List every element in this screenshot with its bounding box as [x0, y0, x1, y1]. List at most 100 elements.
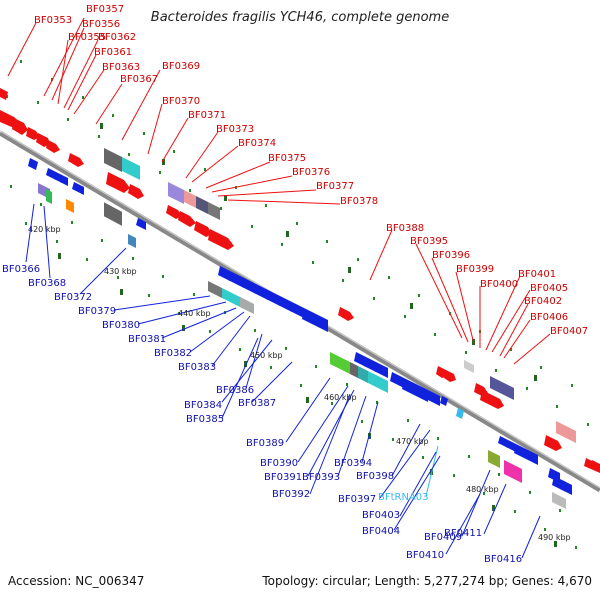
gene-label[interactable]: BF0392: [272, 489, 310, 500]
gene-label[interactable]: BF0416: [484, 554, 522, 565]
gene-label[interactable]: BF0399: [456, 264, 494, 275]
gene-label[interactable]: BF0370: [162, 96, 200, 107]
gene-arrow-reverse: [54, 172, 62, 183]
gene-label[interactable]: BF0393: [302, 472, 340, 483]
gene-label[interactable]: BF0381: [128, 334, 166, 345]
gene-label[interactable]: BF0353: [34, 15, 72, 26]
gene-arrow-reverse: [354, 352, 366, 367]
feature-box: [368, 371, 388, 393]
gene-label[interactable]: BF0378: [340, 196, 378, 207]
gene-arrow-reverse: [402, 378, 428, 402]
kbp-label: 420 kbp: [28, 225, 61, 234]
gene-label[interactable]: BF0356: [82, 19, 120, 30]
gene-label[interactable]: BF0404: [362, 526, 400, 537]
gene-label[interactable]: BF0355: [68, 32, 106, 43]
gene-label[interactable]: BF0366: [2, 264, 40, 275]
feature-box: [196, 196, 208, 214]
gene-arrow-reverse: [60, 175, 68, 186]
gene-label[interactable]: BF0363: [102, 62, 140, 73]
gene-arrow-forward: [208, 229, 234, 250]
feature-box: [504, 460, 522, 483]
gene-arrow-forward: [178, 211, 196, 227]
gene-arrow-forward: [36, 133, 50, 147]
gene-label[interactable]: BF0361: [94, 47, 132, 58]
gene-arrow-forward: [106, 172, 130, 193]
feature-box: [240, 297, 254, 314]
gene-label[interactable]: BF0386: [216, 385, 254, 396]
gene-label[interactable]: BF0394: [334, 458, 372, 469]
gene-label[interactable]: BF0376: [292, 167, 330, 178]
gene-label[interactable]: BF0407: [550, 326, 588, 337]
gene-label[interactable]: BF0395: [410, 236, 448, 247]
feature-boxes: [38, 148, 576, 509]
kbp-label: 480 kbp: [466, 485, 499, 494]
gene-label[interactable]: BF0383: [178, 362, 216, 373]
feature-box: [128, 234, 136, 248]
kbp-label: 450 kbp: [250, 351, 283, 360]
gene-label[interactable]: BF0375: [268, 153, 306, 164]
tick-marks: [6, 60, 589, 549]
gene-label[interactable]: BF0374: [238, 138, 276, 149]
gene-arrow-reverse: [302, 308, 328, 332]
gene-label[interactable]: BF0397: [338, 494, 376, 505]
feature-box: [46, 189, 52, 204]
gene-label[interactable]: BF0411: [444, 528, 482, 539]
gene-label[interactable]: BF0388: [386, 223, 424, 234]
gene-label[interactable]: BF0369: [162, 61, 200, 72]
gene-label[interactable]: BF0384: [184, 400, 222, 411]
gene-label[interactable]: BF0396: [432, 250, 470, 261]
gene-label[interactable]: BF0406: [530, 312, 568, 323]
trna-label[interactable]: BFtRNA03: [378, 492, 429, 503]
gene-arrow-reverse: [266, 290, 280, 306]
gene-label[interactable]: BF0391: [264, 472, 302, 483]
gene-label[interactable]: BF0385: [186, 414, 224, 425]
gene-arrow-reverse: [218, 266, 230, 281]
gene-label[interactable]: BF0402: [524, 296, 562, 307]
gene-label[interactable]: BF0357: [86, 4, 124, 15]
gene-label[interactable]: BF0389: [246, 438, 284, 449]
gene-label[interactable]: BF0377: [316, 181, 354, 192]
gene-arrow-forward: [544, 435, 562, 451]
gene-arrow-reverse: [506, 440, 516, 452]
gene-label[interactable]: BF0405: [530, 283, 568, 294]
gene-label[interactable]: BF0362: [98, 32, 136, 43]
gene-arrow-reverse: [514, 444, 538, 465]
gene-label[interactable]: BF0379: [78, 306, 116, 317]
genome-title: Bacteroides fragilis YCH46, complete gen…: [150, 10, 450, 25]
gene-label[interactable]: BF0409: [424, 532, 462, 543]
gene-arrow-reverse: [28, 158, 38, 170]
gene-label[interactable]: BF0401: [518, 269, 556, 280]
kbp-label: 430 kbp: [104, 267, 137, 276]
kbp-labels: 420 kbp 430 kbp 440 kbp 450 kbp 460 kbp …: [28, 225, 571, 542]
gene-arrow-forward: [12, 118, 28, 135]
bottom-gene-labels: BF0366 BF0368 BF0372 BF0379 BF0380 BF038…: [2, 264, 522, 565]
gene-arrow-reverse: [46, 168, 56, 180]
feature-box: [330, 352, 350, 374]
feature-box: [208, 281, 222, 298]
feature-box: [358, 366, 368, 383]
gene-label[interactable]: BF0380: [102, 320, 140, 331]
gene-label[interactable]: BF0398: [356, 471, 394, 482]
gene-label[interactable]: BF0382: [154, 348, 192, 359]
gene-label[interactable]: BF0400: [480, 279, 518, 290]
gene-label[interactable]: BF0387: [238, 398, 276, 409]
gene-label[interactable]: BF0390: [260, 458, 298, 469]
gene-arrow-reverse: [498, 436, 508, 448]
gene-arrow-reverse: [440, 396, 448, 406]
reverse-genes: [28, 158, 572, 495]
kbp-label: 490 kbp: [538, 533, 571, 542]
gene-label[interactable]: BF0372: [54, 292, 92, 303]
gene-arrow-reverse: [426, 390, 440, 406]
gene-label[interactable]: BF0373: [216, 124, 254, 135]
kbp-label: 440 kbp: [178, 309, 211, 318]
gene-arrow-reverse: [374, 362, 388, 378]
gene-label[interactable]: BF0410: [406, 550, 444, 561]
gene-label[interactable]: BF0403: [362, 510, 400, 521]
gene-arrow-forward: [444, 370, 456, 382]
feature-box: [552, 492, 566, 509]
gene-label[interactable]: BF0368: [28, 278, 66, 289]
feature-box: [104, 148, 122, 172]
gene-label[interactable]: BF0367: [120, 74, 158, 85]
gene-label[interactable]: BF0371: [188, 110, 226, 121]
